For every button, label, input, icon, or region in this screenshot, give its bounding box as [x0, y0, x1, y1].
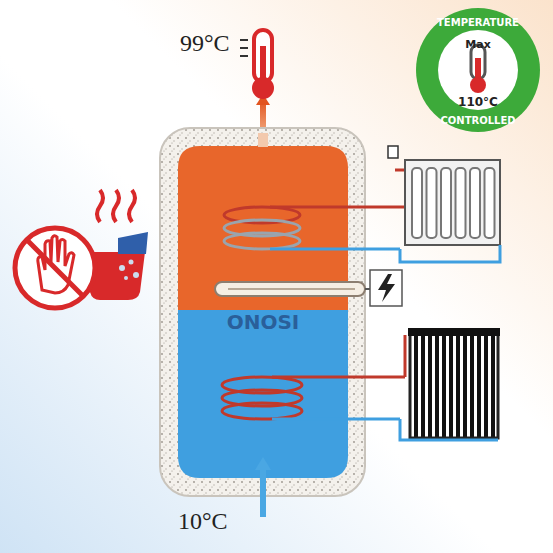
- inlet-temperature: 10°C: [178, 508, 228, 535]
- upper-coil: [224, 207, 410, 249]
- badge-text: TEMPERATURE: [437, 17, 519, 28]
- cold-zone: [178, 310, 348, 478]
- solar-collector: [400, 328, 500, 440]
- cold-inlet: [255, 457, 271, 517]
- brand-logo: ONOSI: [227, 310, 300, 334]
- no-touch-icon: [15, 190, 148, 308]
- electric-heater: [215, 270, 402, 306]
- radiator: [388, 146, 500, 262]
- badge-text: CONTROLLED: [440, 115, 515, 126]
- badge-temperature: 110°C: [458, 95, 498, 109]
- outlet-temperature: 99°C: [180, 30, 230, 57]
- tank-insulation: [160, 128, 365, 496]
- temperature-badge: [416, 8, 540, 132]
- lower-coil: [222, 377, 405, 419]
- badge-max: Max: [465, 38, 490, 51]
- thermometer: [240, 30, 274, 99]
